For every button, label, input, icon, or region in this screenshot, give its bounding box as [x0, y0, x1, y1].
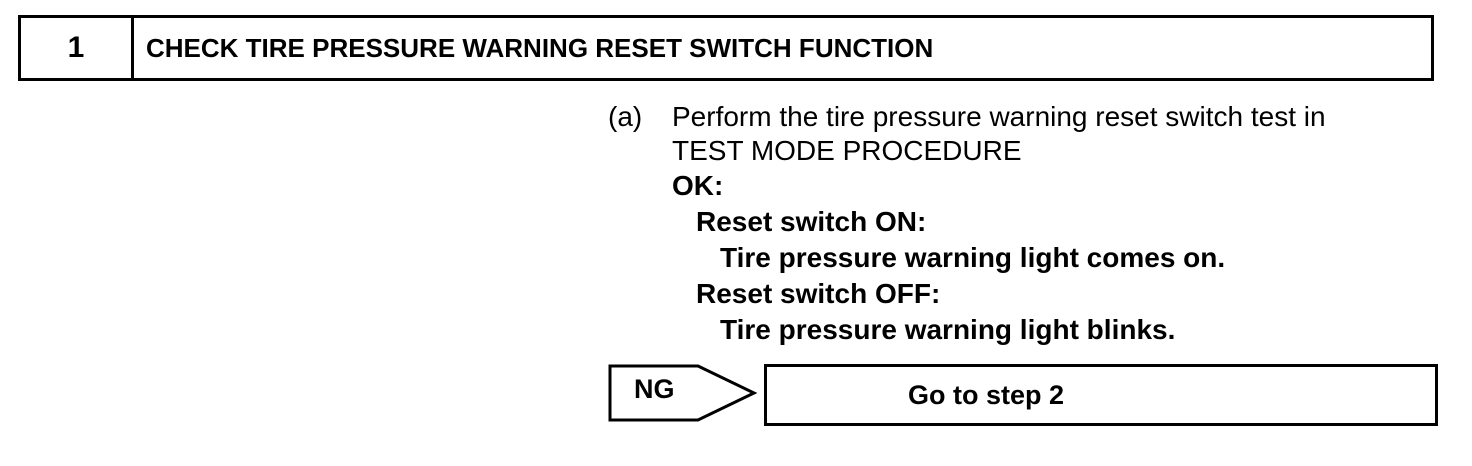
ng-label: NG [634, 374, 675, 404]
go-to-step-text: Go to step 2 [907, 379, 1064, 410]
step-number: 1 [21, 18, 134, 78]
step-header: 1 CHECK TIRE PRESSURE WARNING RESET SWIT… [18, 15, 1434, 81]
condition-result-off: Tire pressure warning light blinks. [720, 314, 1176, 345]
procedure-item: (a) Perform the tire pressure warning re… [608, 100, 1428, 168]
instruction-line-2: TEST MODE PROCEDURE [672, 135, 1022, 166]
procedure-marker: (a) [608, 101, 643, 132]
procedure-instruction: Perform the tire pressure warning reset … [672, 100, 1428, 168]
step-title: CHECK TIRE PRESSURE WARNING RESET SWITCH… [146, 32, 934, 63]
ng-arrow-icon [608, 364, 758, 422]
condition-label-on: Reset switch ON: [696, 206, 927, 237]
instruction-line-1: Perform the tire pressure warning reset … [672, 101, 1326, 132]
procedure-block: (a) Perform the tire pressure warning re… [608, 100, 1428, 348]
condition-label-off: Reset switch OFF: [696, 278, 941, 309]
ok-label: OK: [672, 170, 724, 201]
condition-result-on: Tire pressure warning light comes on. [720, 242, 1226, 273]
go-to-step-box: Go to step 2 [764, 364, 1438, 426]
